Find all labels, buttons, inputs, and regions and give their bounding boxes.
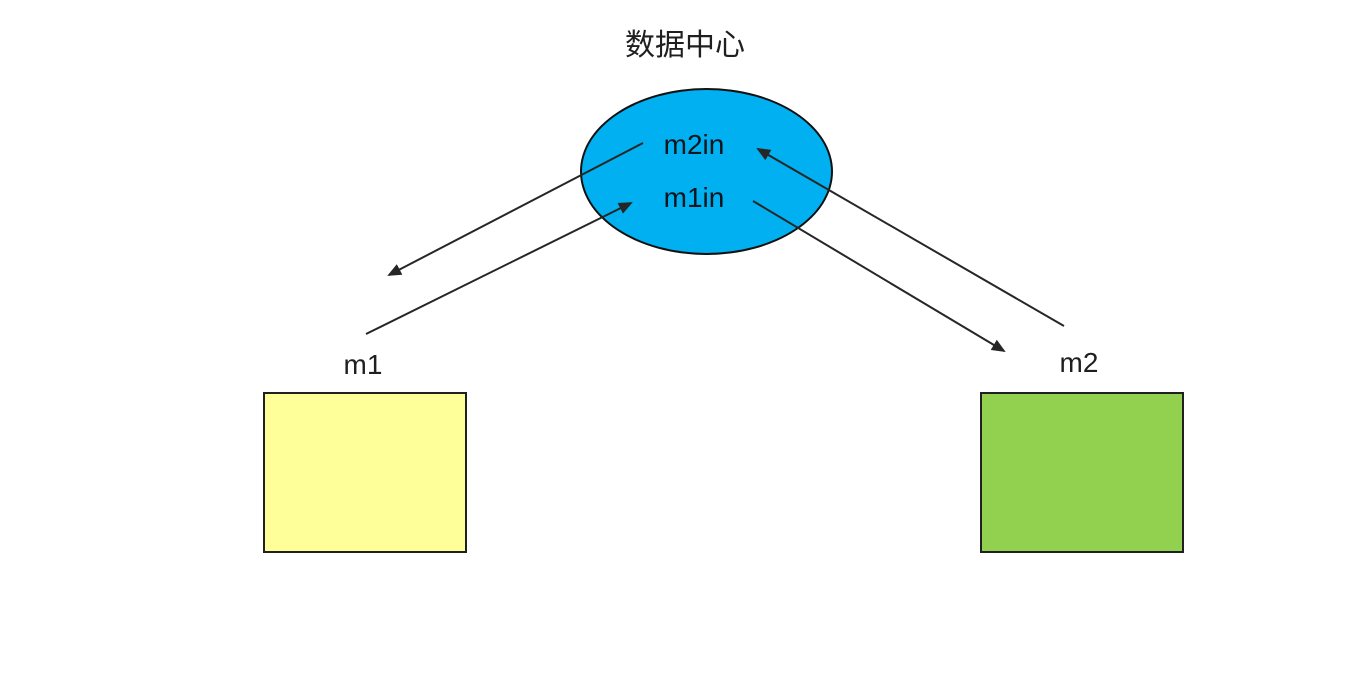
- arrow-m1-to-m1in: [365, 202, 633, 335]
- diagram-title: 数据中心: [625, 29, 745, 62]
- data-center-ellipse: [580, 88, 833, 255]
- label-m1in: m1in: [663, 182, 725, 213]
- node-m2-label: m2: [1059, 347, 1099, 378]
- label-m2in: m2in: [663, 129, 725, 160]
- node-m1-box: [263, 392, 467, 553]
- node-m2-box: [980, 392, 1184, 553]
- node-m1-label: m1: [343, 349, 383, 380]
